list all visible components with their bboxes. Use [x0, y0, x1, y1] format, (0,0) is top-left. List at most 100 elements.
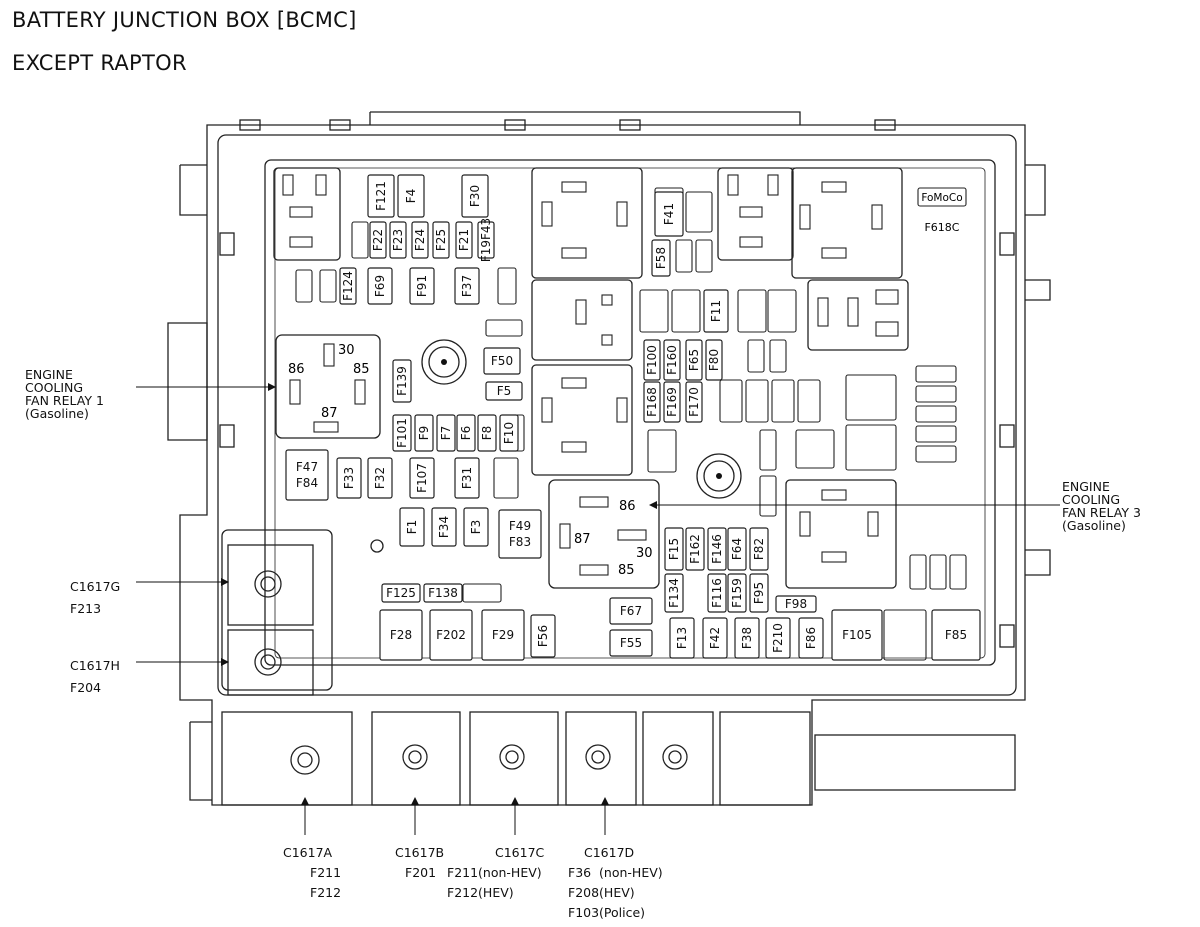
fuse-label: F8: [480, 426, 494, 441]
fuse-f50: F50: [483, 347, 521, 375]
fuse-f31: F31: [454, 457, 480, 499]
c1617c-fuse: F212(HEV): [447, 885, 514, 900]
fuse-f85: F85: [931, 609, 981, 661]
fuse-label: F10: [502, 422, 516, 444]
fuse-cavity: [654, 191, 684, 237]
fuse-cavity: [664, 573, 684, 613]
fuse-cavity: [643, 381, 661, 423]
fuse-f19f43: F19F43: [477, 218, 495, 262]
relay3-callout-line: FAN RELAY 3: [1062, 505, 1141, 520]
fuse-f4: F4: [397, 174, 425, 218]
relay1-pin-labels: 30 86 85 87: [288, 343, 370, 421]
fuse-f125: F125: [381, 583, 421, 603]
fuse-label: F105: [842, 628, 872, 642]
relay-blocks: [273, 167, 909, 589]
fuse-cavity: [727, 527, 747, 571]
fuse-label: F124: [341, 271, 355, 301]
fuse-f37: F37: [454, 267, 480, 305]
fuse-cavity: [411, 221, 429, 259]
fuse-label: F5: [497, 384, 512, 398]
fuse-cavity: [483, 347, 521, 375]
fuse-label: F202: [436, 628, 466, 642]
fuse-cavity: [369, 221, 387, 259]
fuse-label: F91: [415, 275, 429, 297]
fuse-cavity: [379, 609, 423, 661]
fuse-label: F64: [730, 538, 744, 560]
fuse-f138: F138: [423, 583, 463, 603]
fuse-f29: F29: [481, 609, 525, 661]
fuse-cavity: [734, 617, 760, 659]
fuse-cavity: [367, 174, 395, 218]
fuse-label: F170: [687, 387, 701, 417]
fuse-cavity: [454, 267, 480, 305]
fuse-cavity: [685, 381, 703, 423]
fuse-f1: F1: [399, 507, 425, 547]
fuse-f101: F101: [392, 414, 412, 452]
relay1-callout-line: FAN RELAY 1: [25, 393, 104, 408]
fuse-cavity: [485, 381, 523, 401]
fuse-cavity: [481, 609, 525, 661]
relay3-pin-87: 87: [574, 532, 591, 547]
fuse-f42: F42: [702, 617, 728, 659]
fuse-f121: F121: [367, 174, 395, 218]
c1617d-fuse: F103(Police): [568, 905, 646, 920]
c1617d-fuse: F208(HEV): [568, 885, 635, 900]
fuse-f124: F124: [339, 267, 357, 305]
fuse-label: F69: [373, 275, 387, 297]
fuse-label: F139: [395, 366, 409, 396]
c1617a-fuse: F212: [310, 885, 342, 900]
fuse-cavity: [429, 609, 473, 661]
fuse-label: F86: [804, 627, 818, 649]
relay1-callout: ENGINE COOLING FAN RELAY 1 (Gasoline): [25, 368, 104, 420]
fuse-f82: F82: [749, 527, 769, 571]
c1617c-fuse: F211(non-HEV): [447, 865, 542, 880]
fuse-label: F49: [509, 519, 531, 533]
fuse-f22: F22: [369, 221, 387, 259]
fuse-label: F134: [667, 578, 681, 608]
fuse-label: F67: [620, 604, 642, 618]
fuse-cavity: [477, 221, 495, 259]
fuse-label: F107: [415, 463, 429, 493]
relay-terminal-slots: [282, 174, 899, 576]
fuse-label: F22: [371, 229, 385, 251]
fuse-cavity: [707, 527, 727, 571]
fuse-f13: F13: [669, 617, 695, 659]
fuse-label: F29: [492, 628, 514, 642]
stud-centers: [441, 359, 722, 479]
fuse-label: F6: [459, 426, 473, 441]
fuse-cavity: [336, 457, 362, 499]
fuse-f95: F95: [749, 573, 769, 613]
fuse-cavity: [463, 507, 489, 547]
empty-cavities: [295, 187, 967, 661]
fuse-label: F31: [460, 467, 474, 489]
fuse-cavity: [431, 507, 457, 547]
fuse-label: F11: [709, 300, 723, 322]
part-mark: F618C: [924, 221, 959, 234]
c1617g-callout: C1617G F213: [70, 576, 120, 620]
relay1-pin-85: 85: [353, 362, 370, 377]
fuse-f21: F21: [455, 221, 473, 259]
fuse-cavity: [664, 527, 684, 571]
relay3-callout: ENGINE COOLING FAN RELAY 3 (Gasoline): [1062, 480, 1141, 532]
fuse-cavity: [477, 414, 497, 452]
c1617b-connector: C1617B: [395, 845, 445, 860]
fuse-label: F56: [536, 625, 550, 647]
fuse-cavity: [455, 221, 473, 259]
fuse-cavity: [798, 617, 824, 659]
fuse-label: F138: [428, 586, 458, 600]
fuse-label: F38: [740, 627, 754, 649]
fuse-f69: F69: [367, 267, 393, 305]
fuse-cavity: [705, 339, 723, 381]
fuse-label: F125: [386, 586, 416, 600]
c1617h-connector: C1617H: [70, 658, 120, 673]
fuse-f41: F41: [654, 191, 684, 237]
fuse-cavity: [409, 457, 435, 499]
fuse-cavity: [669, 617, 695, 659]
fuse-cavity: [499, 414, 519, 452]
fuse-f86: F86: [798, 617, 824, 659]
fuse-cavity: [685, 527, 705, 571]
fuse-f55: F55: [609, 629, 653, 657]
relay3-callout-line: COOLING: [1062, 492, 1121, 507]
